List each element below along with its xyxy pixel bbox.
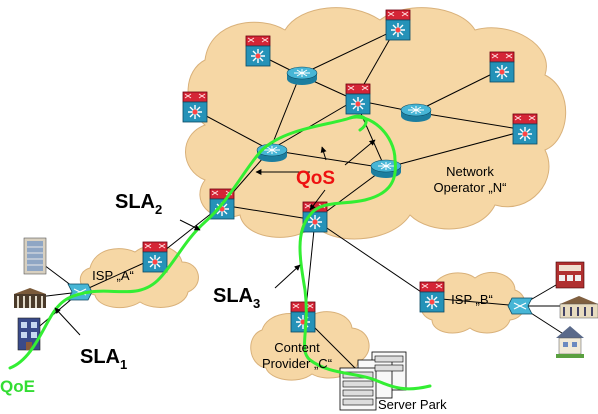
server-park-label: Server Park [378, 397, 447, 412]
qoe-label: QoE [0, 377, 35, 396]
switch-icon [489, 51, 515, 83]
cloud-isp-b [419, 272, 526, 334]
house-icon [556, 326, 584, 358]
sla2-main-text: SLA [115, 191, 155, 213]
bank-building-icon [14, 288, 46, 308]
switch-icon [142, 241, 168, 273]
office-building-icon [23, 237, 47, 275]
sla2-label: SLA2 [115, 191, 162, 217]
router-icon [256, 143, 288, 163]
sla1-label: SLA1 [80, 346, 127, 372]
access-router-b-icon [507, 297, 533, 315]
switch-icon [385, 9, 411, 41]
isp-b-label: ISP „B“ [451, 292, 493, 307]
switch-icon [290, 301, 316, 333]
sla3-main-text: SLA [213, 285, 253, 307]
sla1-subscript: 1 [120, 357, 127, 372]
content-provider-label-line1: Content [274, 340, 320, 355]
network-operator-label-line1: Network [446, 164, 494, 179]
network-operator-label-line2: Operator „N“ [434, 180, 507, 195]
apartment-building-icon [17, 317, 41, 351]
sla3-subscript: 3 [253, 296, 260, 311]
content-provider-label-line2: Provider „C“ [262, 356, 332, 371]
sla1-main-text: SLA [80, 346, 120, 368]
sla2-subscript: 2 [155, 202, 162, 217]
shop-building-icon [555, 261, 585, 289]
router-icon [286, 66, 318, 86]
qos-arrows [255, 139, 376, 211]
end-to-end-path-branch [348, 114, 368, 132]
sla-arrows [54, 219, 301, 336]
switch-icon [182, 91, 208, 123]
switch-icon [245, 35, 271, 67]
isp-a-label: ISP „A“ [92, 268, 134, 283]
switch-icon [345, 83, 371, 115]
end-to-end-path [8, 115, 432, 391]
sla3-label: SLA3 [213, 285, 260, 311]
router-icon [400, 103, 432, 123]
qos-label: QoS [296, 168, 335, 189]
townhouse-icon [559, 296, 598, 319]
switch-icon [419, 281, 445, 313]
switch-icon [512, 113, 538, 145]
